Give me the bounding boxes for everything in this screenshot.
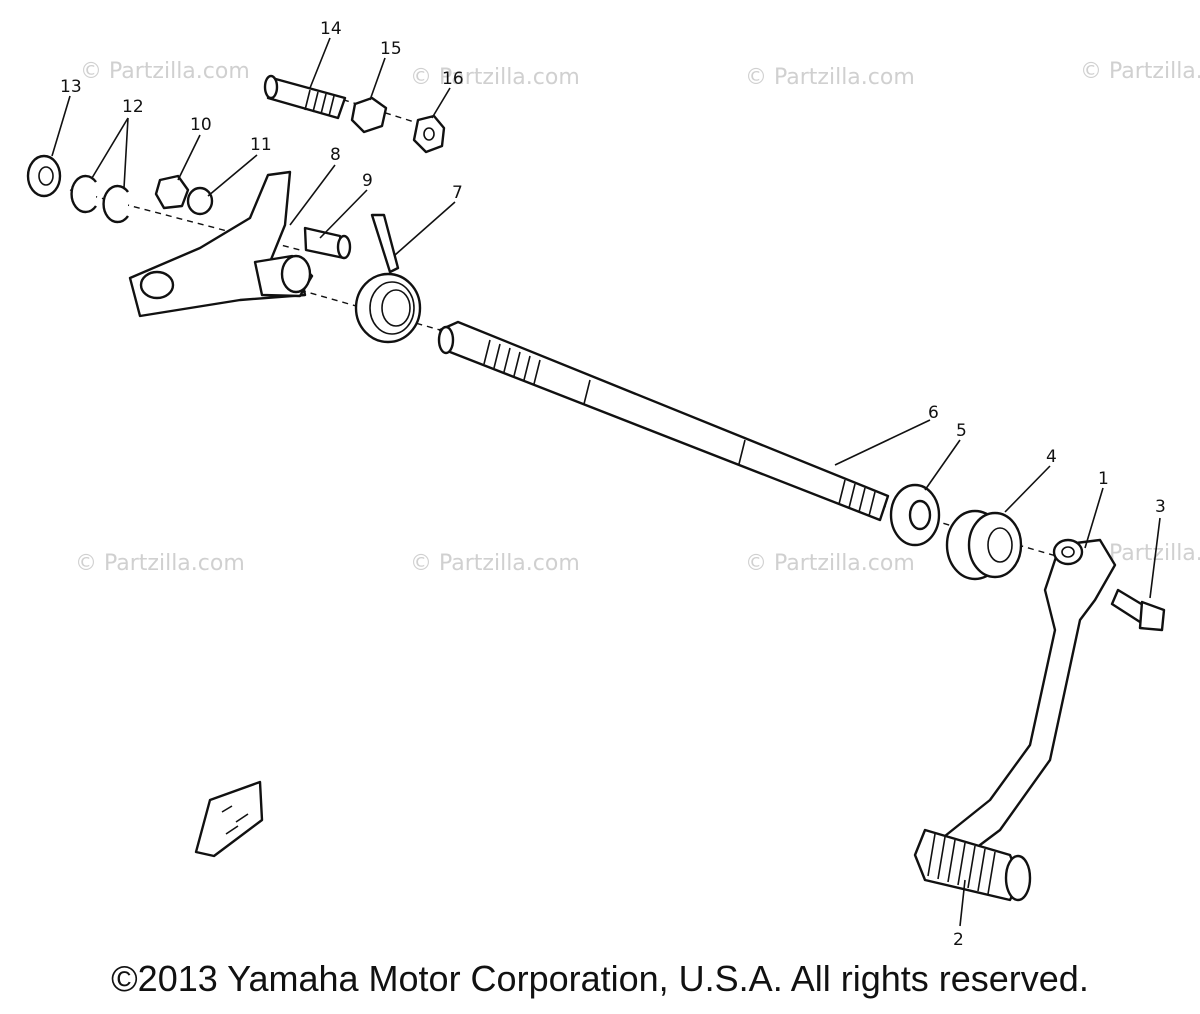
return-spring-part-7 xyxy=(354,213,422,344)
leader-line xyxy=(1004,465,1051,513)
callout-number: 16 xyxy=(442,69,464,89)
circlip-part-12 xyxy=(70,174,129,224)
callout-number: 3 xyxy=(1155,497,1166,517)
leader-line xyxy=(369,57,386,101)
oil-seal-part-4 xyxy=(945,509,1023,581)
washer-part-13 xyxy=(26,154,62,198)
callout-number: 14 xyxy=(320,19,342,39)
callout-number: 7 xyxy=(452,183,463,203)
leader-line xyxy=(394,201,456,256)
nut-part-10 xyxy=(154,174,190,210)
callout-number: 1 xyxy=(1098,469,1109,489)
leader-line xyxy=(834,419,931,466)
callout-number: 6 xyxy=(928,403,939,423)
callout-number: 9 xyxy=(362,171,373,191)
nut-part-15 xyxy=(350,96,388,134)
watermark: © Partzilla.com xyxy=(745,65,915,90)
watermark: © Partzilla.com xyxy=(75,551,245,576)
washer-part-5 xyxy=(889,483,941,547)
watermark: © Partzilla.com xyxy=(745,551,915,576)
callout-number: 2 xyxy=(953,930,964,950)
callout-number: 13 xyxy=(60,77,82,97)
lock-washer-part-16 xyxy=(412,114,446,154)
copyright-notice: ©2013 Yamaha Motor Corporation, U.S.A. A… xyxy=(111,958,1089,999)
leader-line xyxy=(924,439,961,491)
shift-shaft xyxy=(437,320,890,522)
watermark: © Partzilla.com xyxy=(1080,59,1200,84)
leader-line xyxy=(319,189,368,239)
callout-number: 10 xyxy=(190,115,212,135)
callout-number: 15 xyxy=(380,39,402,59)
leader-line xyxy=(207,154,258,197)
leader-line xyxy=(431,87,451,119)
callout-number: 5 xyxy=(956,421,967,441)
watermark: © Partzilla.com xyxy=(80,59,250,84)
washer-part-11 xyxy=(186,186,214,216)
bolt-part-3 xyxy=(1110,588,1166,632)
leader-line xyxy=(959,879,966,927)
callout-number: 8 xyxy=(330,145,341,165)
leader-line xyxy=(51,95,71,157)
direction-mark-icon xyxy=(194,780,264,858)
stud-part-14 xyxy=(263,74,347,120)
pin-part-9 xyxy=(303,226,352,260)
shift-arm-part-8 xyxy=(128,170,314,318)
watermark: © Partzilla.com xyxy=(410,65,580,90)
leader-line xyxy=(91,117,129,189)
leader-line xyxy=(177,134,201,181)
callout-number: 11 xyxy=(250,135,272,155)
callout-number: 12 xyxy=(122,97,144,117)
leader-line xyxy=(1084,487,1104,549)
callout-number: 4 xyxy=(1046,447,1057,467)
shift-pedal xyxy=(913,538,1117,902)
leader-line xyxy=(309,37,331,89)
leader-line xyxy=(1149,517,1161,599)
watermark: © Partzilla.com xyxy=(410,551,580,576)
leader-line xyxy=(289,164,336,226)
